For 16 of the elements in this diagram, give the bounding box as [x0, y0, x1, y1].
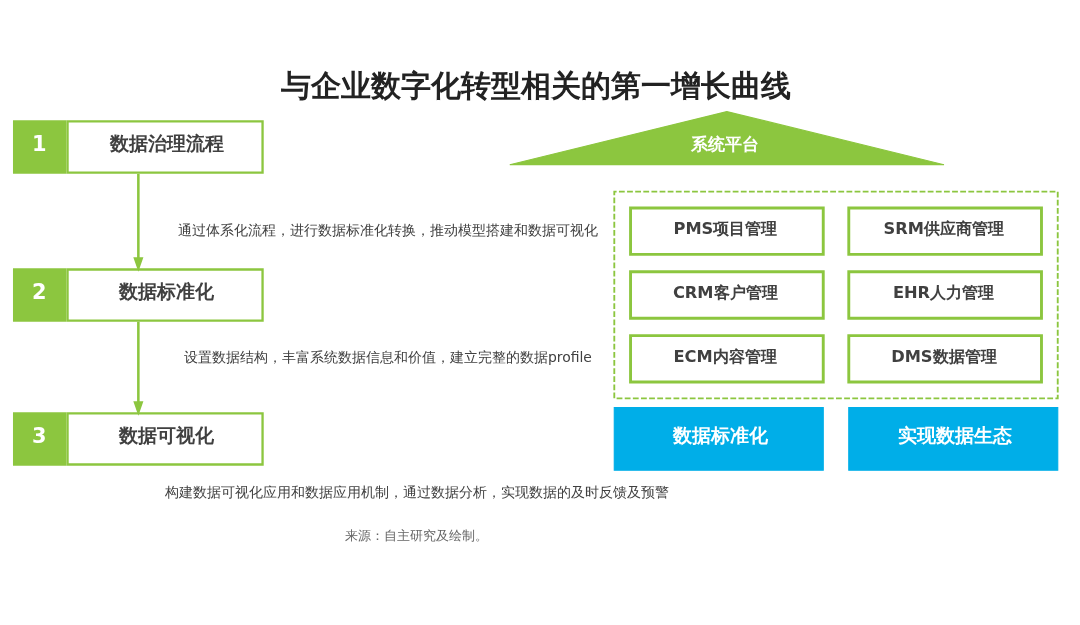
node-box: 实现数据生态: [848, 406, 1059, 471]
node-box: EHR人力管理: [847, 269, 1043, 320]
node-box: DMS数据管理: [847, 333, 1043, 383]
diagram-title: 与企业数字化转型相关的第一增长曲线: [280, 67, 791, 103]
node-label: 通过体系化流程，进行数据标准化转换，推动模型搭建和数据可视化: [177, 221, 598, 238]
arrow: [133, 321, 144, 416]
node-box: PMS项目管理: [629, 206, 825, 256]
node-label: 构建数据可视化应用和数据应用机制，通过数据分析，实现数据的及时反馈及预警: [164, 483, 669, 500]
node-box: 数据标准化: [613, 406, 824, 471]
arrow: [133, 173, 144, 272]
node-box: ECM内容管理: [629, 333, 825, 383]
cluster: [613, 190, 1059, 399]
node-label: 设置数据结构，丰富系统数据信息和价值，建立完整的数据profile: [183, 348, 592, 365]
node-box: SRM供应商管理: [847, 206, 1043, 256]
label: 来源：自主研究及绘制。: [345, 527, 489, 543]
node-box: CRM客户管理: [629, 269, 825, 320]
